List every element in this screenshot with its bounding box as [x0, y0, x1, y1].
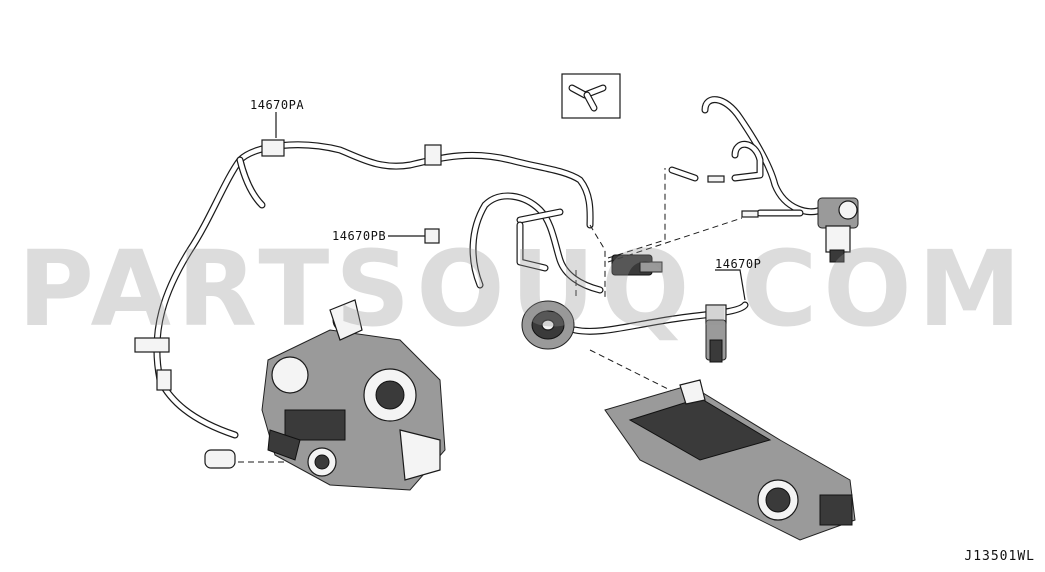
vacuum-solenoid-valve[interactable] — [817, 197, 859, 263]
callout-14670p[interactable]: 14670P — [715, 257, 762, 271]
vacuum-hose-14670pb[interactable] — [424, 192, 604, 294]
figure-id: J13501WL — [964, 549, 1035, 564]
callout-leaders — [275, 112, 746, 301]
vacuum-pump[interactable] — [521, 300, 575, 350]
upper-hose-assembly — [668, 96, 824, 218]
inset-connector-detail — [561, 73, 621, 119]
hose-outlet-fitting — [705, 319, 727, 363]
vacuum-hose-14670p[interactable] — [571, 301, 749, 335]
callout-14670pa[interactable]: 14670PA — [250, 98, 305, 112]
vacuum-hose-14670pa[interactable] — [134, 139, 594, 439]
callout-14670pb[interactable]: 14670PB — [332, 229, 387, 243]
engine-turbo-assembly — [204, 299, 446, 491]
vacuum-sensor[interactable] — [611, 254, 663, 276]
intake-manifold — [604, 379, 856, 541]
